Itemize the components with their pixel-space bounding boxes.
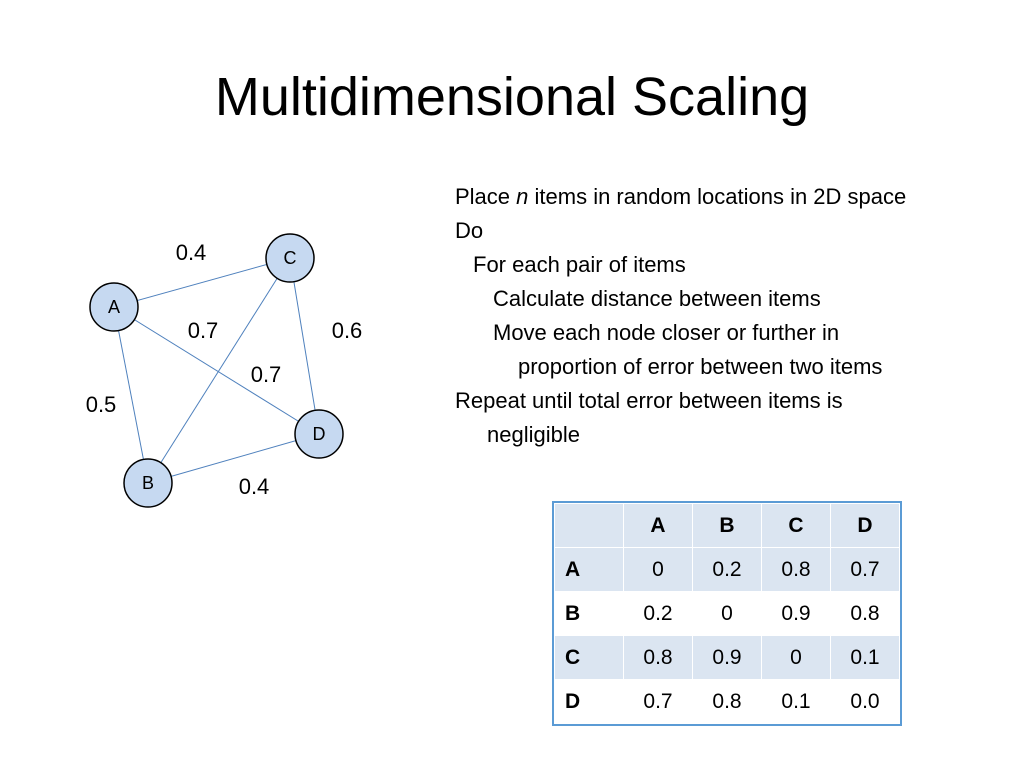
algo-line-2: Do (455, 218, 484, 243)
edge-weight-label: 0.5 (86, 392, 117, 417)
algo-line-4: Calculate distance between items (493, 286, 821, 311)
table-cell: 0.2 (692, 547, 762, 592)
distance-graph: 0.4 0.7 0.6 0.7 0.5 0.4 A B C D (86, 233, 363, 508)
table-row: C 0.8 0.9 0 0.1 (554, 635, 900, 680)
algo-line-1: Place n items in random locations in 2D … (455, 180, 1015, 214)
edge-weight-label: 0.6 (332, 318, 363, 343)
table-cell: 0.9 (692, 635, 762, 680)
node-a (89, 282, 139, 332)
node-c (265, 233, 315, 283)
node-label: A (108, 297, 120, 317)
slide-title: Multidimensional Scaling (214, 67, 810, 127)
algo-variable: n (516, 184, 529, 209)
edge-weight-label: 0.4 (176, 240, 207, 265)
row-header: D (554, 679, 624, 724)
table-row: A 0 0.2 0.8 0.7 (554, 547, 900, 592)
table-header-row: A B C D (554, 503, 900, 548)
algorithm-text: Place n items in random locations in 2D … (455, 180, 1015, 452)
table-cell: 0 (692, 591, 762, 636)
algo-text: Place (455, 184, 517, 209)
column-header: C (761, 503, 831, 548)
table-corner (554, 503, 624, 548)
edge-weight-label: 0.7 (251, 362, 282, 387)
algo-line-5: Move each node closer or further in (493, 320, 840, 345)
column-header: D (830, 503, 900, 548)
table-cell: 0.7 (623, 679, 693, 724)
table-cell: 0.9 (761, 591, 831, 636)
row-header: C (554, 635, 624, 680)
node-b (123, 458, 173, 508)
edge-a-d (113, 306, 320, 435)
edge-b-d (147, 433, 320, 484)
table-cell: 0 (623, 547, 693, 592)
edge-weight-label: 0.4 (239, 474, 270, 499)
edge-a-b (113, 306, 149, 484)
table-cell: 0.1 (830, 635, 900, 680)
algo-line-7: Repeat until total error between items i… (455, 388, 843, 413)
row-header: A (554, 547, 624, 592)
node-label: B (142, 473, 154, 493)
node-label: C (284, 248, 297, 268)
row-header: B (554, 591, 624, 636)
column-header: B (692, 503, 762, 548)
table-cell: 0.8 (761, 547, 831, 592)
algo-line-3: For each pair of items (473, 252, 686, 277)
table-cell: 0 (761, 635, 831, 680)
edge-a-c (113, 257, 291, 308)
algo-text: items in random locations in 2D space (528, 184, 907, 209)
distance-table: A B C D A 0 0.2 0.8 0.7 B 0.2 0 0.9 0.8 … (552, 501, 902, 726)
table-cell: 0.8 (692, 679, 762, 724)
table-row: B 0.2 0 0.9 0.8 (554, 591, 900, 636)
table-cell: 0.8 (623, 635, 693, 680)
node-label: D (313, 424, 326, 444)
table-cell: 0.0 (830, 679, 900, 724)
table-cell: 0.1 (761, 679, 831, 724)
edge-weight-label: 0.7 (188, 318, 219, 343)
edge-c-d (289, 257, 320, 435)
table-cell: 0.7 (830, 547, 900, 592)
node-d (294, 409, 344, 459)
table-cell: 0.2 (623, 591, 693, 636)
table-cell: 0.8 (830, 591, 900, 636)
algo-line-6: proportion of error between two items (518, 354, 883, 379)
algo-line-8: negligible (487, 422, 580, 447)
edge-c-b (147, 257, 291, 484)
table-row: D 0.7 0.8 0.1 0.0 (554, 679, 900, 724)
column-header: A (623, 503, 693, 548)
